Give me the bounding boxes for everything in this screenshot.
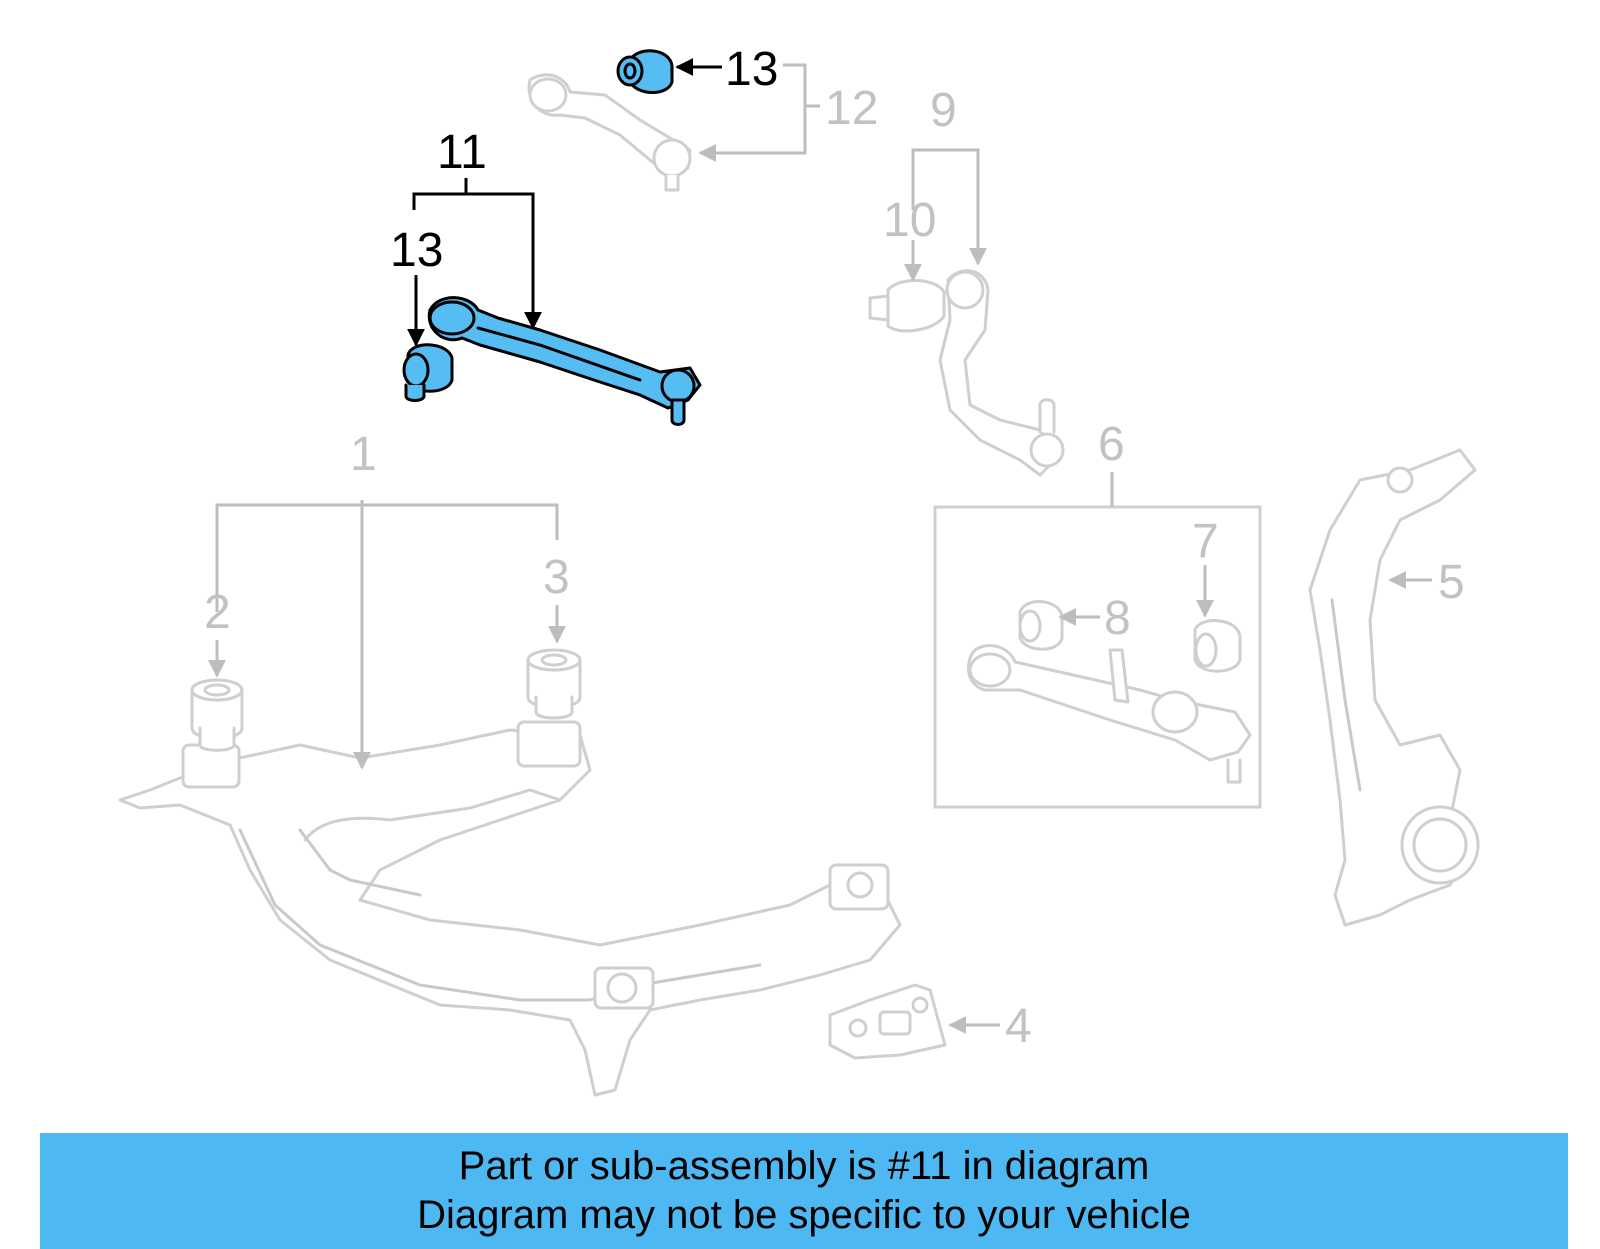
control-arm-part-11-highlighted[interactable] bbox=[427, 296, 702, 426]
bushing-part-13-top-highlighted[interactable] bbox=[616, 49, 674, 94]
bushing-part-8 bbox=[1018, 600, 1064, 651]
leader-lines-grey bbox=[208, 63, 1432, 1034]
info-banner: Part or sub-assembly is #11 in diagram D… bbox=[40, 1133, 1568, 1249]
steering-knuckle-part-5 bbox=[1308, 448, 1480, 927]
callout-11: 11 bbox=[437, 126, 487, 179]
callout-7: 7 bbox=[1192, 515, 1219, 568]
assembly-box-part-6 bbox=[933, 505, 1262, 809]
callout-13-top: 13 bbox=[725, 43, 778, 96]
callout-12: 12 bbox=[825, 82, 878, 135]
callout-4: 4 bbox=[1005, 1000, 1032, 1053]
callout-labels: 1 2 3 4 5 6 7 8 9 10 11 12 13 13 bbox=[204, 43, 1465, 1053]
bracket-part-4 bbox=[828, 983, 947, 1060]
control-arm-part-12 bbox=[527, 73, 692, 192]
callout-8: 8 bbox=[1104, 592, 1131, 645]
bushing-part-3 bbox=[526, 648, 582, 720]
callout-10: 10 bbox=[883, 194, 936, 247]
subframe-part-1 bbox=[118, 720, 902, 1097]
control-arm-part-9 bbox=[938, 269, 1065, 477]
callout-3: 3 bbox=[543, 551, 570, 604]
callout-5: 5 bbox=[1438, 556, 1465, 609]
bushing-part-10 bbox=[868, 278, 946, 333]
callout-13-left: 13 bbox=[390, 224, 443, 277]
banner-line-part: Part or sub-assembly is #11 in diagram bbox=[458, 1144, 1150, 1188]
callout-6: 6 bbox=[1098, 418, 1125, 471]
bushing-part-2 bbox=[190, 678, 244, 752]
leader-lines-black bbox=[407, 58, 722, 347]
bushing-part-7 bbox=[1193, 619, 1242, 673]
bushing-part-13-left-highlighted[interactable] bbox=[402, 343, 454, 402]
callout-2: 2 bbox=[204, 586, 231, 639]
callout-9: 9 bbox=[930, 84, 957, 137]
banner-line-disclaimer: Diagram may not be specific to your vehi… bbox=[417, 1193, 1191, 1237]
callout-1: 1 bbox=[350, 428, 377, 481]
